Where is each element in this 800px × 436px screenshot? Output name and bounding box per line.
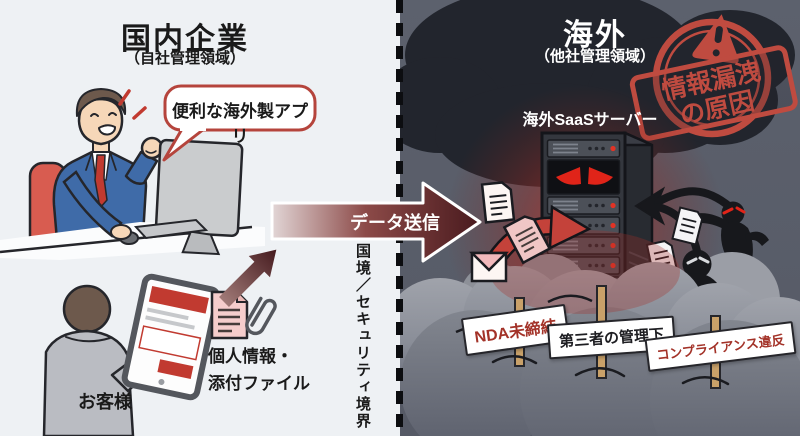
personal-info-label: 個人情報・ 添付ファイル [208, 347, 310, 393]
overseas-subtitle: （他社管理領域） [534, 48, 655, 65]
domestic-subtitle: （自社管理領域） [124, 50, 245, 67]
domestic-title: 国内企業 [121, 23, 249, 56]
speech-bubble-label: 便利な海外製アプリ [172, 102, 308, 146]
customer-label: お客様 [78, 392, 132, 412]
border-label: 国境／セキュリティ境界 [354, 243, 371, 430]
saas-server-label: 海外SaaSサーバー [522, 112, 658, 129]
data-transfer-label: データ送信 [350, 213, 440, 233]
